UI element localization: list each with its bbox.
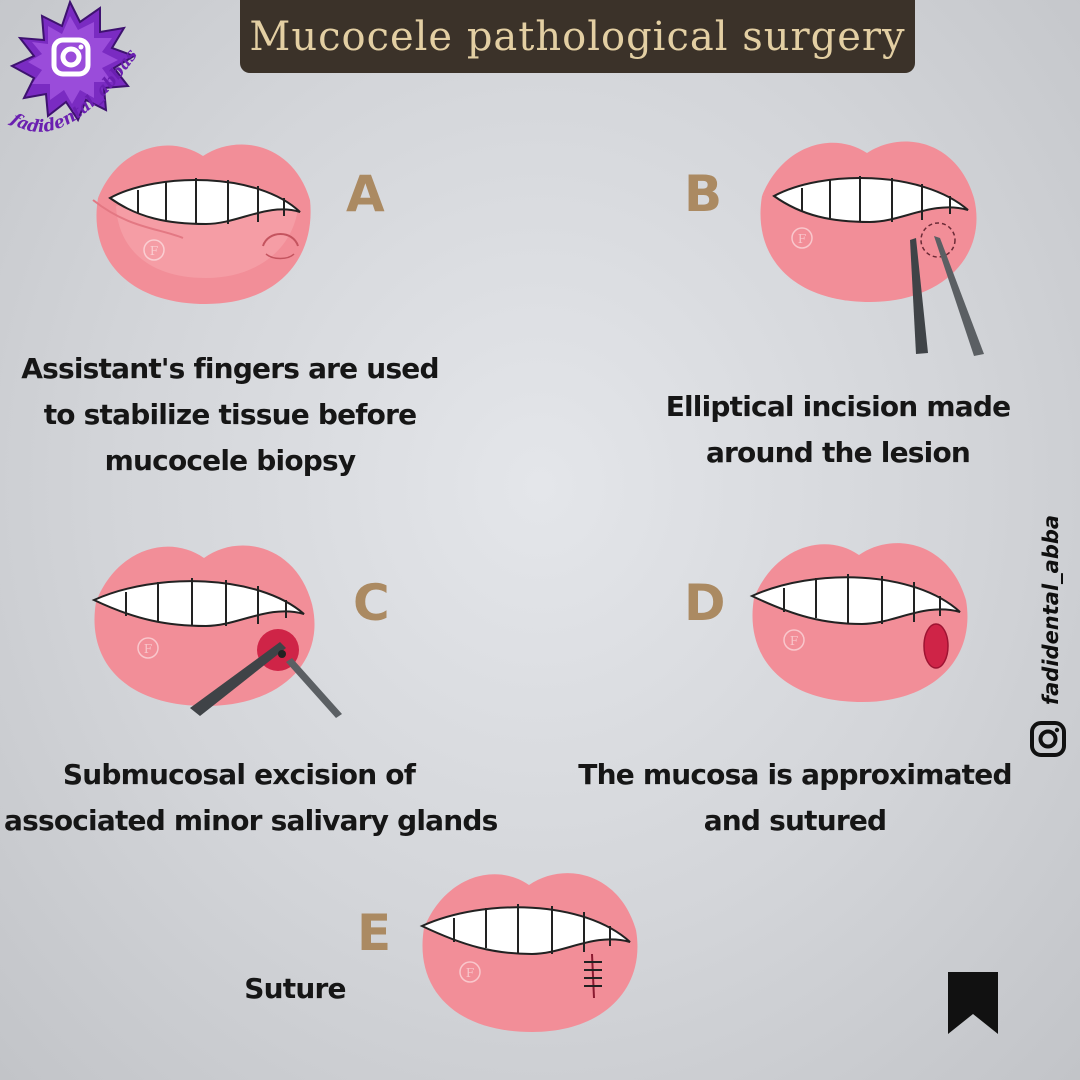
side-brand: fadidental_abbas — [1030, 515, 1066, 757]
lip-illustration-e: F — [419, 873, 638, 1032]
caption-e: Suture — [244, 972, 346, 1005]
starburst-icon — [9, 0, 137, 123]
lip-illustration-d: F — [749, 543, 968, 702]
step-letter-c: C — [353, 574, 390, 632]
page-title: Mucocele pathological surgery — [249, 13, 906, 60]
instagram-icon — [1030, 721, 1066, 757]
caption-b: Elliptical incision made around the lesi… — [665, 390, 1011, 469]
watermark-f: F — [466, 966, 474, 980]
lip-illustration-a: F — [92, 144, 311, 304]
watermark-f: F — [144, 642, 152, 656]
brand-handle-side: fadidental_abbas — [1039, 515, 1063, 705]
caption-a: Assistant's fingers are used to stabiliz… — [21, 352, 439, 477]
step-letter-a: A — [346, 165, 385, 223]
suture-icon — [584, 953, 602, 999]
watermark-f: F — [798, 232, 806, 246]
watermark-f: F — [150, 244, 158, 258]
bookmark-icon[interactable] — [948, 972, 998, 1034]
lip-illustration-b: F — [760, 141, 984, 356]
scissors-icon — [190, 642, 342, 718]
step-letter-b: B — [684, 165, 723, 223]
instagram-badge-logo: fadidental_abbas — [7, 0, 142, 137]
caption-c: Submucosal excision of associated minor … — [4, 758, 498, 837]
lip-illustration-c: F — [91, 545, 342, 718]
title-banner: Mucocele pathological surgery — [240, 0, 915, 73]
caption-d: The mucosa is approximated and sutured — [578, 758, 1012, 837]
step-letter-e: E — [357, 904, 392, 962]
forceps-icon — [910, 236, 984, 356]
instagram-icon — [51, 37, 91, 77]
watermark-f: F — [790, 634, 798, 648]
step-letter-d: D — [684, 574, 726, 632]
